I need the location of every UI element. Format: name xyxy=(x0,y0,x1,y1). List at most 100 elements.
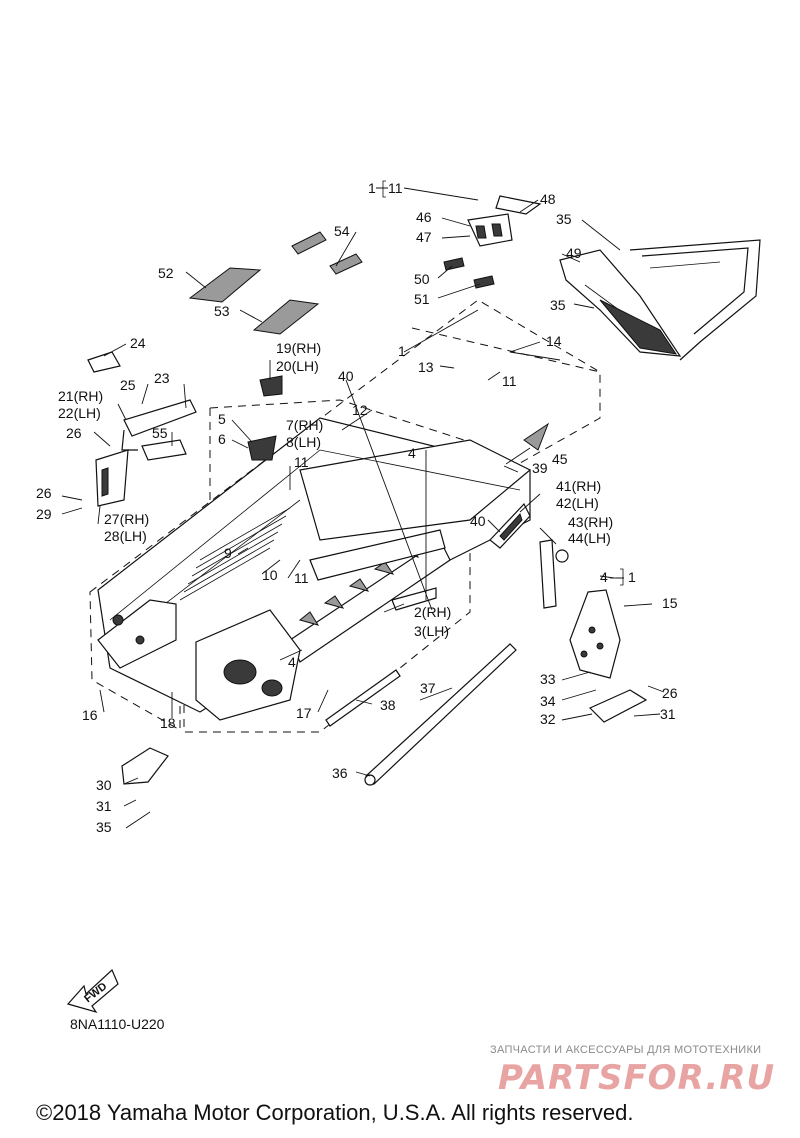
callout-25: 25 xyxy=(120,377,136,393)
callout-32: 32 xyxy=(540,711,556,727)
callout-4c: 4 xyxy=(288,654,296,670)
callout-23: 23 xyxy=(154,370,170,386)
pad-54 xyxy=(291,231,363,275)
callout-8: 8(LH) xyxy=(286,434,321,450)
rear-bumper-assembly xyxy=(629,239,761,361)
strap-43-44 xyxy=(539,539,569,609)
callout-11b: 11 xyxy=(502,373,517,389)
callout-18: 18 xyxy=(160,715,176,731)
bracket-21-22 xyxy=(121,399,197,451)
callout-43: 43(RH) xyxy=(568,514,613,530)
grab-bar-46-47 xyxy=(467,213,513,247)
callout-6: 6 xyxy=(218,431,226,447)
callout-46: 46 xyxy=(416,209,432,225)
callout-53: 53 xyxy=(214,303,230,319)
bracket-48 xyxy=(495,195,542,215)
callout-9: 9 xyxy=(224,545,232,561)
tunnel-frame xyxy=(97,417,532,721)
drawing-code: 8NA1110-U220 xyxy=(70,1016,165,1032)
callout-37: 37 xyxy=(420,680,436,696)
callout-36: 36 xyxy=(332,765,348,781)
callout-14: 14 xyxy=(546,333,562,349)
reflector-27-28 xyxy=(95,449,129,507)
callout-21: 21(RH) xyxy=(58,388,103,404)
callout-34: 34 xyxy=(540,693,556,709)
callout-20: 20(LH) xyxy=(276,358,319,374)
leader-lines xyxy=(61,187,665,829)
watermark-tagline: ЗАПЧАСТИ И АКСЕССУАРЫ ДЛЯ МОТОТЕХНИКИ xyxy=(490,1044,762,1056)
callout-16: 16 xyxy=(82,707,98,723)
callout-26c: 26 xyxy=(662,685,678,701)
plate-55 xyxy=(141,439,187,461)
callout-35c: 35 xyxy=(96,819,112,835)
guard-41-42 xyxy=(489,502,531,549)
callout-39: 39 xyxy=(532,460,548,476)
cover-7-8 xyxy=(247,435,277,461)
callout-labels: 1 11 48 46 35 47 54 49 52 50 51 35 53 24… xyxy=(36,180,678,835)
callout-2: 2(RH) xyxy=(414,604,451,620)
callout-35b: 35 xyxy=(550,297,566,313)
step-30 xyxy=(121,747,169,785)
callout-4b: 4 xyxy=(600,569,608,585)
callout-1a: 1 xyxy=(368,180,376,196)
callout-48: 48 xyxy=(540,191,556,207)
callout-55: 55 xyxy=(152,425,168,441)
callout-28: 28(LH) xyxy=(104,528,147,544)
callout-54: 54 xyxy=(334,223,350,239)
callout-1b: 1 xyxy=(398,343,406,359)
watermark-logo: PARTSFOR.RU xyxy=(498,1058,776,1098)
callout-41: 41(RH) xyxy=(556,478,601,494)
decal-50-51 xyxy=(443,257,495,289)
cover-24 xyxy=(87,351,121,373)
callout-19: 19(RH) xyxy=(276,340,321,356)
callout-29: 29 xyxy=(36,506,52,522)
callout-13: 13 xyxy=(418,359,434,375)
callout-17: 17 xyxy=(296,705,312,721)
callout-33: 33 xyxy=(540,671,556,687)
step-32 xyxy=(588,689,648,723)
footrest-15 xyxy=(569,589,621,679)
callout-12: 12 xyxy=(352,402,368,418)
cover-19-20 xyxy=(259,375,283,397)
callout-24: 24 xyxy=(130,335,146,351)
side-rail-lattice xyxy=(289,529,451,663)
tunnel-vent-slots xyxy=(179,507,291,601)
rod-37 xyxy=(364,643,517,786)
callout-31b: 31 xyxy=(96,798,112,814)
callout-52: 52 xyxy=(158,265,174,281)
callout-40b: 40 xyxy=(470,513,486,529)
callout-3: 3(LH) xyxy=(414,623,449,639)
callout-11a: 11 xyxy=(388,180,403,196)
callout-45: 45 xyxy=(552,451,568,467)
group-brackets xyxy=(382,180,624,586)
copyright-notice: ©2018 Yamaha Motor Corporation, U.S.A. A… xyxy=(36,1100,634,1125)
rail-38 xyxy=(325,669,401,727)
callout-50: 50 xyxy=(414,271,430,287)
callout-11c: 11 xyxy=(294,454,309,470)
fwd-arrow-icon: FWD xyxy=(66,968,119,1014)
callout-49: 49 xyxy=(566,245,582,261)
flap-45 xyxy=(523,422,550,451)
callout-27: 27(RH) xyxy=(104,511,149,527)
callout-11d: 11 xyxy=(294,570,309,586)
callout-15: 15 xyxy=(662,595,678,611)
callout-26a: 26 xyxy=(66,425,82,441)
callout-1c: 1 xyxy=(628,569,636,585)
callout-7: 7(RH) xyxy=(286,417,323,433)
callout-4a: 4 xyxy=(408,445,416,461)
callout-26b: 26 xyxy=(36,485,52,501)
callout-5: 5 xyxy=(218,411,226,427)
callout-30: 30 xyxy=(96,777,112,793)
callout-40a: 40 xyxy=(338,368,354,384)
callout-10: 10 xyxy=(262,567,278,583)
callout-51: 51 xyxy=(414,291,430,307)
mat-52-53 xyxy=(188,267,320,335)
callout-42: 42(LH) xyxy=(556,495,599,511)
rear-flap-49 xyxy=(559,249,682,357)
callout-31a: 31 xyxy=(660,706,676,722)
callout-44: 44(LH) xyxy=(568,530,611,546)
callout-47: 47 xyxy=(416,229,432,245)
callout-38: 38 xyxy=(380,697,396,713)
callout-22: 22(LH) xyxy=(58,405,101,421)
